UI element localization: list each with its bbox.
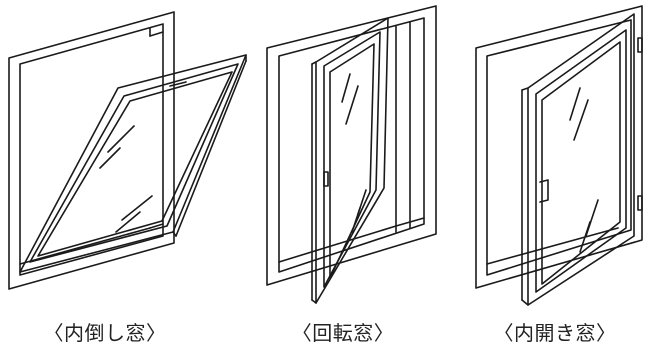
casement-sash-inner	[536, 30, 626, 292]
tilted-sash-inner	[30, 64, 238, 262]
pivot-glass	[330, 44, 374, 278]
pivot-hinge	[324, 172, 328, 186]
pivot-sash-inner	[324, 32, 380, 287]
frame-inner	[20, 24, 163, 275]
tilted-sash-outer	[20, 55, 246, 272]
caption-pivot-window: 〈回転窓〉	[291, 321, 395, 345]
inward-casement-window-icon	[476, 6, 642, 305]
frame-outer	[476, 6, 642, 288]
hinge-bottom	[638, 196, 642, 210]
tilted-glass	[38, 72, 232, 256]
frame-inner	[279, 18, 424, 272]
inward-tilt-window-icon	[9, 12, 246, 289]
hinge-top	[638, 38, 642, 52]
pivot-window-icon	[267, 6, 436, 303]
frame-outer	[9, 12, 174, 289]
casement-handle	[540, 180, 548, 202]
caption-inward-casement-window: 〈内開き窓〉	[493, 321, 617, 345]
casement-sash-outer	[528, 14, 634, 305]
frame-outer	[267, 6, 436, 285]
casement-glass	[542, 42, 620, 284]
caption-inward-tilt-window: 〈内倒し窓〉	[43, 321, 167, 345]
pivot-sash-outer	[316, 18, 388, 303]
frame-inner	[487, 20, 631, 275]
